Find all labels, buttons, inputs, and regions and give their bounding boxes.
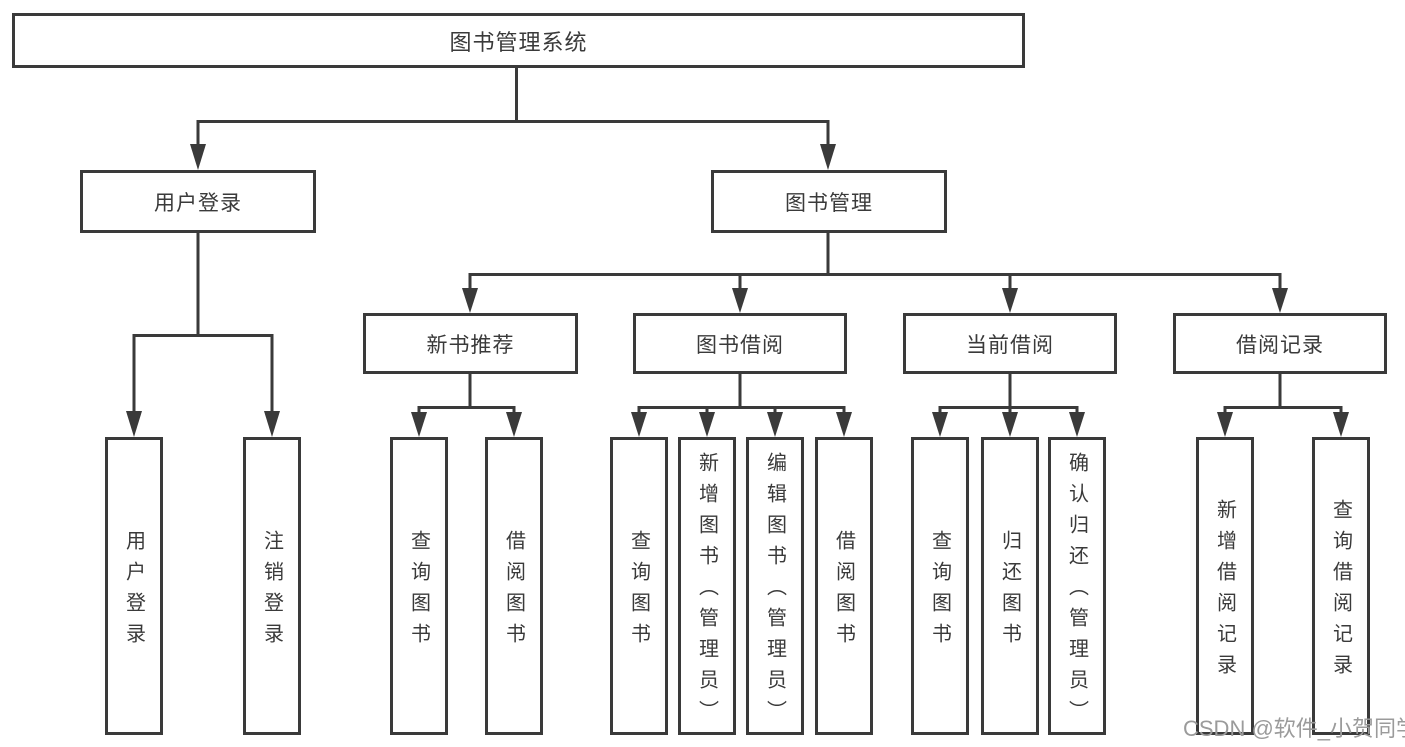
arrow-down-icon bbox=[767, 412, 783, 437]
node-book-borrow: 图书借阅 bbox=[633, 313, 847, 374]
arrow-down-icon bbox=[1002, 412, 1018, 437]
node-label: 确认归还（管理员） bbox=[1065, 452, 1088, 731]
node-leaf-add-book-admin: 新增图书（管理员） bbox=[678, 437, 736, 735]
node-new-book-recommend: 新书推荐 bbox=[363, 313, 578, 374]
node-label: 查询图书 bbox=[627, 529, 650, 654]
arrow-down-icon bbox=[506, 412, 522, 437]
node-leaf-user-login: 用户登录 bbox=[105, 437, 163, 735]
arrow-down-icon bbox=[732, 288, 748, 313]
connector-current-borrow-to-leaves bbox=[932, 374, 1085, 437]
arrow-down-icon bbox=[264, 411, 280, 437]
arrow-down-icon bbox=[631, 412, 647, 437]
node-current-borrow: 当前借阅 bbox=[903, 313, 1117, 374]
node-label: 新书推荐 bbox=[426, 333, 515, 357]
node-label: 用户登录 bbox=[122, 529, 145, 654]
node-borrow-record: 借阅记录 bbox=[1173, 313, 1387, 374]
node-leaf-edit-book-admin: 编辑图书（管理员） bbox=[746, 437, 804, 735]
node-label: 查询借阅记录 bbox=[1329, 498, 1352, 685]
node-leaf-confirm-return-admin: 确认归还（管理员） bbox=[1048, 437, 1106, 735]
node-label: 借阅图书 bbox=[832, 529, 855, 654]
node-label: 编辑图书（管理员） bbox=[763, 452, 786, 731]
connector-user-login-to-leaves bbox=[126, 233, 280, 437]
arrow-down-icon bbox=[126, 411, 142, 437]
node-label: 查询图书 bbox=[928, 529, 951, 654]
node-label: 注销登录 bbox=[260, 529, 283, 654]
arrow-down-icon bbox=[932, 412, 948, 437]
node-user-login: 用户登录 bbox=[80, 170, 316, 233]
arrow-down-icon bbox=[1217, 412, 1233, 437]
node-label: 查询图书 bbox=[407, 529, 430, 654]
connector-new-book-to-leaves bbox=[411, 374, 522, 437]
node-leaf-add-borrow-record: 新增借阅记录 bbox=[1196, 437, 1254, 735]
arrow-down-icon bbox=[836, 412, 852, 437]
arrow-down-icon bbox=[462, 288, 478, 313]
node-leaf-return-book: 归还图书 bbox=[981, 437, 1039, 735]
node-leaf-borrow-book-recommend: 借阅图书 bbox=[485, 437, 543, 735]
node-leaf-query-book-current: 查询图书 bbox=[911, 437, 969, 735]
node-label: 图书借阅 bbox=[696, 333, 784, 357]
node-label: 归还图书 bbox=[998, 529, 1021, 654]
csdn-watermark: CSDN @软件_小贺同学 bbox=[1183, 716, 1405, 741]
node-label: 新增图书（管理员） bbox=[695, 452, 718, 731]
node-leaf-query-borrow-record: 查询借阅记录 bbox=[1312, 437, 1370, 735]
arrow-down-icon bbox=[1272, 288, 1288, 313]
connector-root-to-level2 bbox=[190, 68, 836, 170]
arrow-down-icon bbox=[820, 144, 836, 170]
arrow-down-icon bbox=[1333, 412, 1349, 437]
arrow-down-icon bbox=[190, 144, 206, 170]
arrow-down-icon bbox=[1002, 288, 1018, 313]
node-book-management: 图书管理 bbox=[711, 170, 947, 233]
arrow-down-icon bbox=[1069, 412, 1085, 437]
node-label: 借阅记录 bbox=[1236, 333, 1324, 357]
node-label: 图书管理系统 bbox=[449, 29, 588, 55]
node-label: 借阅图书 bbox=[502, 529, 525, 654]
node-root-library-system: 图书管理系统 bbox=[12, 13, 1025, 68]
connector-borrow-record-to-leaves bbox=[1217, 374, 1349, 437]
arrow-down-icon bbox=[699, 412, 715, 437]
node-label: 新增借阅记录 bbox=[1213, 498, 1236, 685]
arrow-down-icon bbox=[411, 412, 427, 437]
node-leaf-query-book-recommend: 查询图书 bbox=[390, 437, 448, 735]
node-label: 图书管理 bbox=[785, 191, 873, 215]
node-leaf-query-book-borrow: 查询图书 bbox=[610, 437, 668, 735]
connector-book-borrow-to-leaves bbox=[631, 374, 852, 437]
node-leaf-borrow-book: 借阅图书 bbox=[815, 437, 873, 735]
node-leaf-logout: 注销登录 bbox=[243, 437, 301, 735]
node-label: 用户登录 bbox=[154, 191, 242, 215]
node-label: 当前借阅 bbox=[966, 333, 1054, 357]
connector-book-mgmt-to-level3 bbox=[462, 233, 1288, 313]
